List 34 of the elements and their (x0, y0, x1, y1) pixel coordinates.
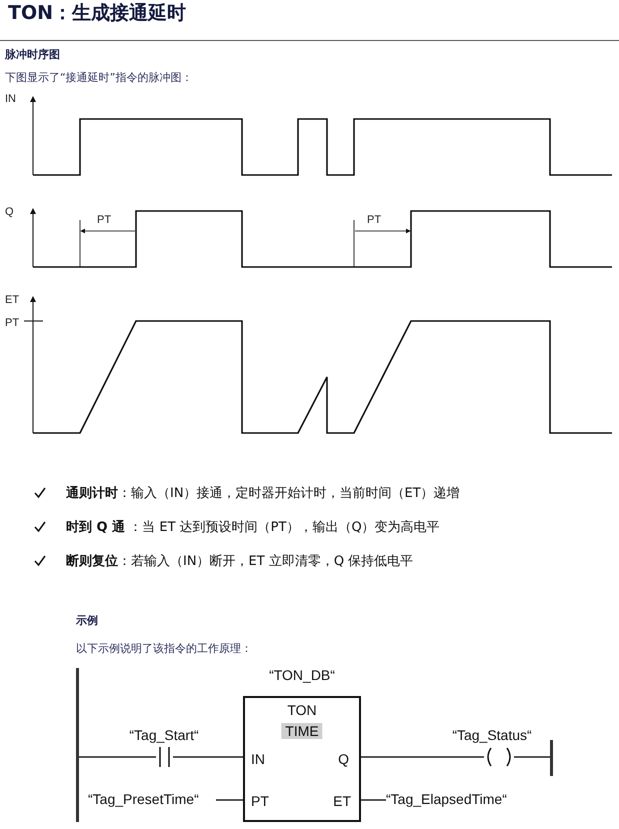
block-label: TON (287, 702, 317, 718)
power-rail (550, 740, 553, 776)
page-title: TON：生成接通延时 (8, 1, 186, 26)
tag-label: “Tag_Status“ (452, 727, 532, 743)
axis-label: ET (5, 294, 20, 306)
axis-label: PT (97, 214, 112, 226)
pin-label: IN (251, 751, 265, 767)
bullet-text: 通则计时：输入（IN）接通，定时器开始计时，当前时间（ET）递增 (66, 485, 460, 502)
function-block (243, 696, 361, 822)
axis-label: IN (5, 93, 16, 105)
tag-label: “Tag_Start“ (129, 727, 199, 743)
connector-line (361, 756, 484, 758)
connector-line (79, 756, 156, 758)
tag-label: “Tag_PresetTime“ (88, 791, 199, 807)
bullet-text: 时到 Q 通 ：当 ET 达到预设时间（PT），输出（Q）变为高电平 (66, 519, 440, 536)
connector-line (514, 756, 550, 758)
bullet-text: 断则复位：若输入（IN）断开，ET 立即清零，Q 保持低电平 (66, 553, 414, 570)
section-heading: 示例 (76, 613, 98, 628)
intro-text: 下图显示了“接通延时”指令的脉冲图： (5, 70, 192, 85)
power-rail (76, 668, 79, 822)
axis-label: PT (367, 214, 382, 226)
section-heading: 脉冲时序图 (5, 47, 60, 62)
connector-line (173, 756, 243, 758)
pin-label: ET (333, 793, 351, 809)
connector-line (216, 799, 243, 801)
intro-text: 以下示例说明了该指令的工作原理： (76, 641, 252, 656)
pin-label: Q (338, 751, 349, 767)
tag-label: “TON_DB“ (269, 667, 335, 683)
axis-label: Q (5, 206, 14, 218)
connector-line (361, 799, 386, 801)
tag-label: “Tag_ElapsedTime“ (386, 791, 507, 807)
block-label: TIME (281, 723, 323, 739)
pin-label: PT (251, 793, 269, 809)
axis-label: PT (5, 317, 20, 329)
